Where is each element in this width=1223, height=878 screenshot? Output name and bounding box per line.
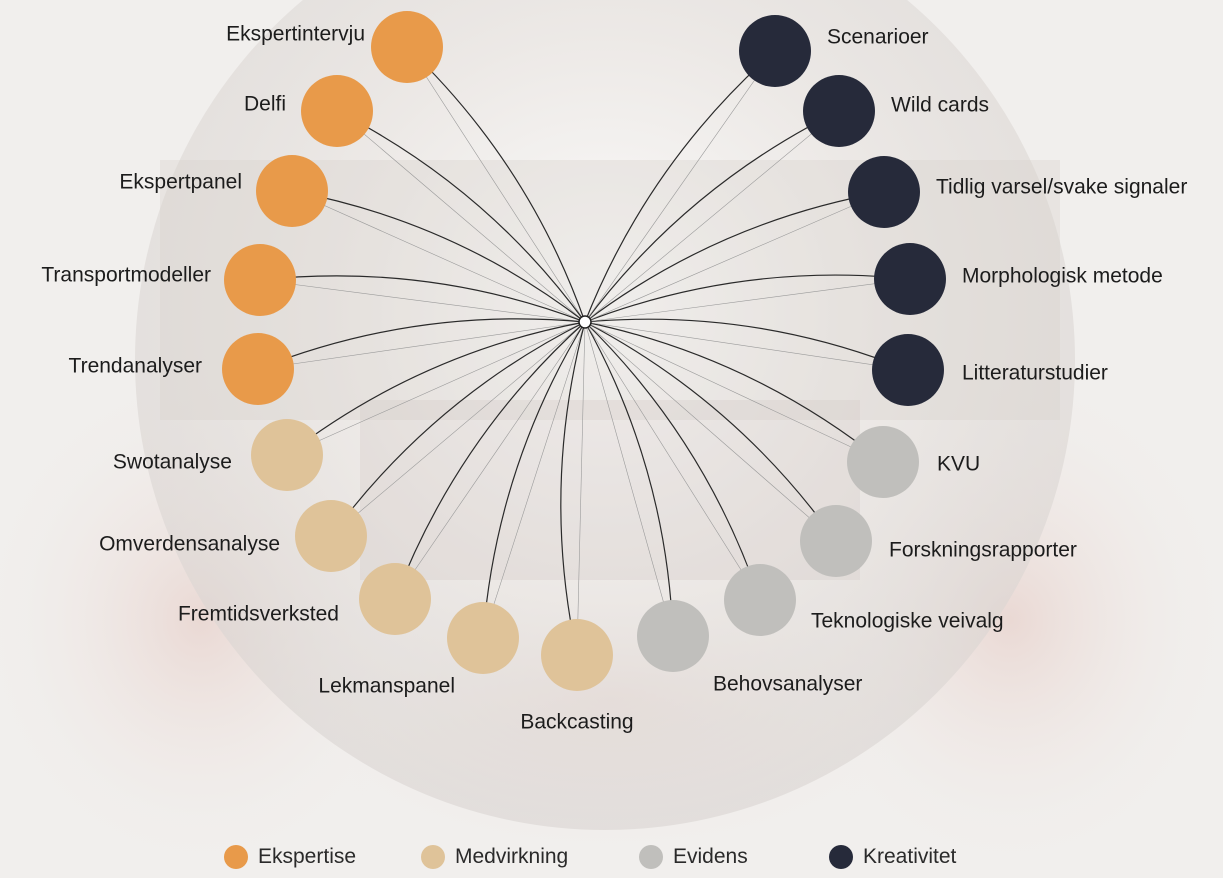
connection-line bbox=[482, 321, 586, 639]
method-label: Backcasting bbox=[520, 711, 633, 734]
method-node-kreativitet bbox=[874, 243, 946, 315]
connection-line-faint bbox=[482, 321, 586, 639]
method-label: Wild cards bbox=[891, 94, 989, 117]
method-label: Omverdensanalyse bbox=[99, 533, 280, 556]
legend-swatch bbox=[421, 845, 445, 869]
connection-lines bbox=[257, 46, 911, 656]
method-node-evidens bbox=[724, 564, 796, 636]
connection-line-faint bbox=[584, 191, 885, 323]
connection-line bbox=[406, 46, 586, 323]
method-node-ekspertise bbox=[371, 11, 443, 83]
method-label: Teknologiske veivalg bbox=[811, 610, 1004, 633]
legend-item-ekspertise: Ekspertise bbox=[224, 845, 356, 869]
method-label: Delfi bbox=[244, 93, 286, 116]
connection-line bbox=[584, 321, 884, 463]
legend-swatch bbox=[224, 845, 248, 869]
legend: Ekspertise Medvirkning Evidens Kreativit… bbox=[0, 845, 1223, 875]
method-label: Scenarioer bbox=[827, 26, 929, 49]
method-node-ekspertise bbox=[224, 244, 296, 316]
method-label: Lekmanspanel bbox=[318, 675, 455, 698]
connection-line-faint bbox=[584, 321, 837, 542]
connection-line-faint bbox=[584, 278, 911, 323]
connection-line-faint bbox=[257, 321, 586, 370]
connection-line bbox=[560, 321, 586, 656]
connection-line bbox=[330, 321, 586, 537]
method-label: Litteraturstudier bbox=[962, 362, 1108, 385]
connection-line-faint bbox=[584, 110, 840, 323]
method-node-ekspertise bbox=[222, 333, 294, 405]
method-node-evidens bbox=[637, 600, 709, 672]
connection-line bbox=[257, 318, 586, 370]
connection-line-faint bbox=[584, 321, 909, 371]
connection-line-faint bbox=[584, 50, 776, 323]
method-label: Swotanalyse bbox=[113, 451, 232, 474]
legend-item-kreativitet: Kreativitet bbox=[829, 845, 956, 869]
method-node-kreativitet bbox=[803, 75, 875, 147]
method-label: Tidlig varsel/svake signaler bbox=[936, 176, 1187, 199]
connection-line-faint bbox=[336, 110, 586, 323]
method-label: KVU bbox=[937, 453, 980, 476]
method-node-medvirkning bbox=[251, 419, 323, 491]
legend-label: Evidens bbox=[673, 845, 748, 868]
method-node-medvirkning bbox=[447, 602, 519, 674]
connection-line bbox=[584, 274, 911, 323]
method-node-medvirkning bbox=[541, 619, 613, 691]
method-label: Ekspertintervju bbox=[226, 23, 365, 46]
method-label: Forskningsrapporter bbox=[889, 539, 1077, 562]
connection-line bbox=[259, 275, 586, 323]
connection-line bbox=[584, 50, 776, 323]
connection-line bbox=[336, 110, 586, 323]
method-node-kreativitet bbox=[848, 156, 920, 228]
connection-line-faint bbox=[394, 321, 586, 600]
connection-line bbox=[394, 321, 586, 600]
connection-line-faint bbox=[584, 321, 884, 463]
method-node-ekspertise bbox=[301, 75, 373, 147]
legend-label: Medvirkning bbox=[455, 845, 569, 868]
connection-line-faint bbox=[291, 190, 586, 323]
legend-swatch bbox=[639, 845, 663, 869]
legend-label: Ekspertise bbox=[258, 845, 357, 868]
connection-line-faint bbox=[330, 321, 586, 537]
connection-line-faint bbox=[406, 46, 586, 323]
method-nodes: EkspertintervjuDelfiEkspertpanelTranspor… bbox=[41, 11, 1187, 734]
method-node-kreativitet bbox=[739, 15, 811, 87]
connection-line bbox=[291, 190, 586, 323]
hub-node bbox=[578, 315, 592, 329]
connection-line-faint bbox=[584, 321, 761, 601]
connection-line-faint bbox=[259, 279, 586, 323]
legend-item-medvirkning: Medvirkning bbox=[421, 845, 568, 869]
method-label: Behovsanalyser bbox=[713, 673, 862, 696]
connection-line bbox=[584, 318, 909, 371]
method-label: Ekspertpanel bbox=[119, 171, 242, 194]
legend-label: Kreativitet bbox=[863, 845, 957, 868]
method-node-medvirkning bbox=[359, 563, 431, 635]
legend-item-evidens: Evidens bbox=[639, 845, 748, 869]
connection-line bbox=[584, 321, 674, 637]
connection-line bbox=[584, 321, 761, 601]
method-node-kreativitet bbox=[872, 334, 944, 406]
method-label: Morphologisk metode bbox=[962, 265, 1163, 288]
method-label: Trendanalyser bbox=[69, 355, 202, 378]
legend-swatch bbox=[829, 845, 853, 869]
connection-line bbox=[286, 321, 586, 456]
method-node-ekspertise bbox=[256, 155, 328, 227]
connection-line bbox=[584, 191, 885, 323]
method-node-medvirkning bbox=[295, 500, 367, 572]
method-node-evidens bbox=[847, 426, 919, 498]
method-label: Fremtidsverksted bbox=[178, 603, 339, 626]
connection-line bbox=[584, 321, 837, 542]
connection-line-faint bbox=[286, 321, 586, 456]
connection-line bbox=[584, 110, 840, 323]
method-label: Transportmodeller bbox=[41, 264, 211, 287]
connection-line-faint bbox=[584, 321, 674, 637]
connection-line-faint bbox=[576, 321, 586, 656]
method-node-evidens bbox=[800, 505, 872, 577]
